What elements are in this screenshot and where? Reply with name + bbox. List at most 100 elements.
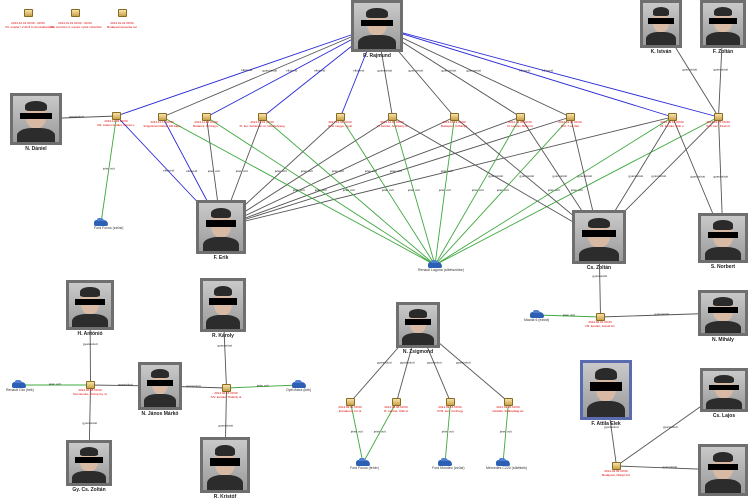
edge-line [376,25,673,118]
event-icon [117,9,127,17]
edge-label: jelen volt [256,384,269,388]
edge-label: jelen volt [499,430,512,434]
redaction-bar [19,112,53,120]
person-name: Gy. Cs. Zoltán [72,487,106,493]
event-node[interactable] [566,113,575,121]
person-card[interactable]: Cs. Zoltán [572,210,626,271]
person-name: F. Erik [213,255,229,261]
car-node[interactable]: Ford Focus (ezüst) [94,218,123,230]
event-node[interactable] [668,113,677,121]
edge-label: jelen volt [438,188,451,192]
person-name: R. Kristóf [213,494,237,500]
car-node[interactable]: Renault Laguna (sötétszürke) [418,260,464,272]
edge-line [220,116,393,228]
person-card[interactable] [698,444,748,497]
person-card[interactable]: H. Antónió [66,280,114,337]
event-label: 2014.02.08 00:00 Szentendre, Dózsa Gy. ú… [72,388,108,396]
legend-item: 2014.01.01 00:00 - 00:00 SG. sorszám 3. … [50,4,102,29]
event-node[interactable] [392,398,401,406]
edge-label: gyanúsított [713,175,728,179]
event-node[interactable] [258,113,267,121]
person-photo [351,0,403,52]
person-name: N. János Márkó [141,411,179,417]
event-node[interactable] [202,113,211,121]
edge-line [206,116,436,266]
event-node[interactable] [112,112,121,120]
edge-label: gyanúsított [118,383,133,387]
car-node[interactable]: Renault Clio (kék) [6,380,34,392]
event-node[interactable] [516,113,525,121]
edge-line [434,116,571,266]
edge-line [220,116,455,228]
event-node[interactable] [450,113,459,121]
event-node[interactable] [504,398,513,406]
edge-label: jelen volt [389,169,402,173]
person-card[interactable]: F. Attila Elek [580,360,632,427]
edge-label: jelen volt [407,188,420,192]
event-node[interactable] [714,113,723,121]
event-node[interactable] [86,381,95,389]
person-card[interactable]: N. Zsigmond [396,302,440,355]
event-node[interactable] [336,113,345,121]
event-node[interactable] [446,398,455,406]
edge-label: jelen volt [342,188,355,192]
car-node[interactable]: Ford Mondeo (ezüst) [432,458,465,470]
person-card[interactable]: S. Norbert [698,213,748,270]
event-node[interactable] [612,462,621,470]
edge-label: jelen volt [48,382,61,386]
event-label: 2014.02.01 00:00 VIII. kerület, József k… [584,320,616,328]
redaction-bar [209,298,237,306]
edge-line [392,116,436,266]
person-card[interactable]: Cs. Lajos [700,368,748,419]
redaction-bar [75,457,103,464]
edge-line [206,25,378,118]
car-label: Mercedes C220 (sötétkék) [486,466,528,470]
event-node[interactable] [158,113,167,121]
car-node[interactable]: Mercedes C220 (sötétkék) [486,458,527,470]
person-card[interactable]: N. János Márkó [138,362,182,417]
person-card[interactable]: F. Zoltán [700,0,746,55]
event-label: 2013.12.14 00:00 VI. kerület, Andrássy ú… [376,120,408,128]
redaction-bar [360,19,394,27]
edge-label: gyanúsított [713,68,728,72]
edge-label: jelen volt [331,169,344,173]
person-photo [396,302,440,348]
person-card[interactable]: N. Mihály [698,290,748,343]
edge-label: jelen volt [471,188,484,192]
event-node[interactable] [222,384,231,392]
car-label: Mazda 6 (ezüst) [524,318,550,322]
person-card[interactable]: R. Rajmund [351,0,403,59]
car-icon [94,218,108,226]
person-card[interactable]: N. Dániel [10,93,62,152]
edge-label: jelen volt [373,430,386,434]
car-label: Opel Astra (kék) [286,388,312,392]
car-node[interactable]: Opel Astra (kék) [286,380,311,392]
edge-line [376,25,719,118]
edge-label: elkövető [163,169,175,173]
event-node[interactable] [346,398,355,406]
person-card[interactable]: F. Erik [196,200,246,261]
event-node[interactable] [388,113,397,121]
person-photo [200,437,250,493]
person-card[interactable]: K. István [640,0,682,55]
person-photo [200,278,246,332]
edge-label: elkövető [314,69,326,73]
person-name: F. Attila Elek [591,421,621,427]
event-node[interactable] [596,313,605,321]
person-photo [698,444,748,496]
legend-label: 2014.01.01 00:00 Budapest kamerás cel [107,21,137,29]
car-label: Ford Mondeo (ezüst) [432,466,465,470]
edge-label: jelen volt [350,430,363,434]
redaction-bar [648,18,674,25]
car-node[interactable]: Mazda 6 (ezüst) [524,310,549,322]
edge-label: gyanúsított [83,342,98,346]
person-card[interactable]: R. Károly [200,278,246,339]
redaction-bar [709,384,739,391]
person-card[interactable]: R. Kristóf [200,437,250,500]
person-card[interactable]: Gy. Cs. Zoltán [66,440,112,493]
edge-line [116,25,378,117]
person-photo [572,210,626,264]
edge-line [220,116,673,228]
car-node[interactable]: Ford Focus (fehér) [350,458,379,470]
